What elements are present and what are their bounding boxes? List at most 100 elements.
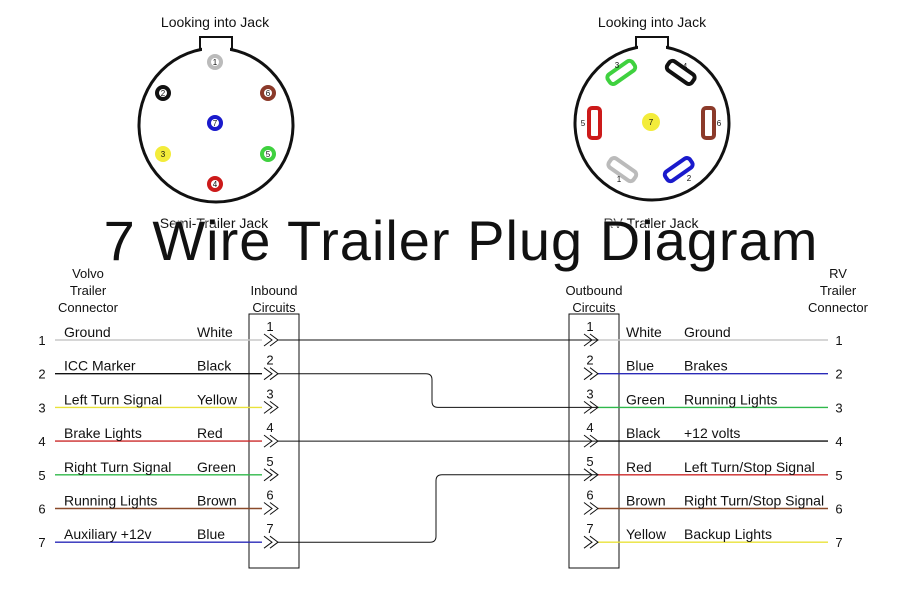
semi-jack-pin-label: 4 [213,180,218,189]
right-function-label: +12 volts [684,425,740,441]
header-line: Circuits [572,300,616,315]
semi-jack-pin-label: 7 [213,119,218,128]
wires [55,339,828,543]
semi-jack-pin-label: 5 [266,150,271,159]
inbound-terminal-chevron [263,535,279,549]
header-line: Trailer [70,283,107,298]
right-connector-header: RV Trailer Connector [808,266,869,315]
header-line: Volvo [72,266,104,281]
rv-jack-pin-6: 6 [701,106,722,140]
semi-jack-pin-7: 7 [207,115,223,131]
right-function-label: Backup Lights [684,526,772,542]
left-function-label: Right Turn Signal [64,459,171,475]
inbound-terminal-chevron [263,434,279,448]
right-function-label: Right Turn/Stop Signal [684,493,824,509]
left-pin-number: 7 [38,535,45,550]
left-color-label: Blue [197,526,225,542]
header-line: Connector [808,300,869,315]
outbound-terminal-chevron [583,502,599,515]
semi-jack-caption-bottom: Semi-Trailer Jack [160,215,269,231]
left-pin-number: 3 [38,400,45,415]
right-function-label: Ground [684,324,731,340]
semi-jack-pin-label: 2 [161,89,166,98]
outbound-terminal-chevron [583,333,599,347]
inbound-circuit-number: 1 [266,319,273,334]
semi-jack-pin-5: 5 [260,146,276,162]
right-color-label: Black [626,425,661,441]
outbound-circuit-number: 5 [586,454,593,469]
rv-jack-pin-5: 5 [581,106,602,140]
left-color-label: Green [197,459,236,475]
rv-jack-caption-bottom: RV-Trailer Jack [604,215,700,231]
inbound-circuit-number: 5 [266,454,273,469]
left-color-label: White [197,324,233,340]
inbound-circuit-number: 2 [266,353,273,368]
semi-jack-pin-3: 3 [155,146,171,162]
header-line: Trailer [820,283,857,298]
left-function-label: ICC Marker [64,358,136,374]
rv-jack-pin-label: 7 [649,118,654,127]
outbound-circuit-number: 2 [586,353,593,368]
left-pin-number: 4 [38,434,45,449]
circuit-jumpers [278,339,598,543]
left-function-label: Left Turn Signal [64,391,162,407]
rv-jack-pin-4: 4 [664,58,697,86]
right-color-label: Red [626,459,652,475]
inbound-terminal-chevron [263,333,279,347]
inbound-terminal-chevron [263,367,279,381]
outbound-circuit-number: 3 [586,386,593,401]
right-function-label: Left Turn/Stop Signal [684,459,815,475]
rv-jack-pin-1: 1 [606,156,639,184]
outbound-circuit-number: 4 [586,420,593,435]
outbound-terminal-chevron [583,401,599,414]
inbound-circuits-header: Inbound Circuits [251,283,298,315]
outbound-circuit-number: 7 [586,521,593,536]
left-color-label: Yellow [197,391,238,407]
rv-jack-pin-3: 3 [605,58,638,86]
left-color-label: Black [197,358,232,374]
left-pin-number: 2 [38,367,45,382]
right-function-label: Brakes [684,358,728,374]
right-pin-number: 1 [835,333,842,348]
semi-jack-pin-label: 6 [266,89,271,98]
outbound-circuits-header: Outbound Circuits [565,283,622,315]
inbound-terminal-chevron [263,468,279,482]
semi-jack-pin-label: 1 [213,58,218,67]
left-color-label: Red [197,425,223,441]
right-color-label: White [626,324,662,340]
inbound-circuit-number: 4 [266,420,273,435]
semi-jack-pin-4: 4 [207,176,223,192]
semi-jack-pin-2: 2 [155,85,171,101]
rv-jack-pin-label: 1 [617,175,622,184]
left-function-label: Running Lights [64,493,157,509]
rv-jack-caption-top: Looking into Jack [598,14,707,30]
left-function-label: Auxiliary +12v [64,526,152,542]
right-function-label: Running Lights [684,391,777,407]
right-pin-number: 3 [835,400,842,415]
left-pin-number: 5 [38,468,45,483]
rv-jack-pin-7: 7 [642,113,660,131]
jumper-wire-7-5 [278,474,598,543]
header-line: Outbound [565,283,622,298]
inbound-circuit-number: 7 [266,521,273,536]
right-pin-number: 6 [835,502,842,517]
header-line: Connector [58,300,119,315]
right-color-label: Green [626,391,665,407]
right-color-label: Blue [626,358,654,374]
outbound-terminal-chevron [583,367,599,381]
inbound-circuit-number: 6 [266,488,273,503]
right-pin-number: 4 [835,434,842,449]
semi-jack-pin-1: 1 [207,54,223,70]
outbound-terminal-chevron [583,535,599,549]
header-line: Circuits [252,300,296,315]
left-function-label: Brake Lights [64,425,142,441]
jumper-wire-2-3 [278,373,598,408]
inbound-terminal-chevron [263,502,279,515]
right-pin-number: 7 [835,535,842,550]
page-title: 7 Wire Trailer Plug Diagram [103,209,819,272]
rv-jack-pin-label: 3 [615,61,620,70]
outbound-circuit-number: 6 [586,488,593,503]
header-line: Inbound [251,283,298,298]
